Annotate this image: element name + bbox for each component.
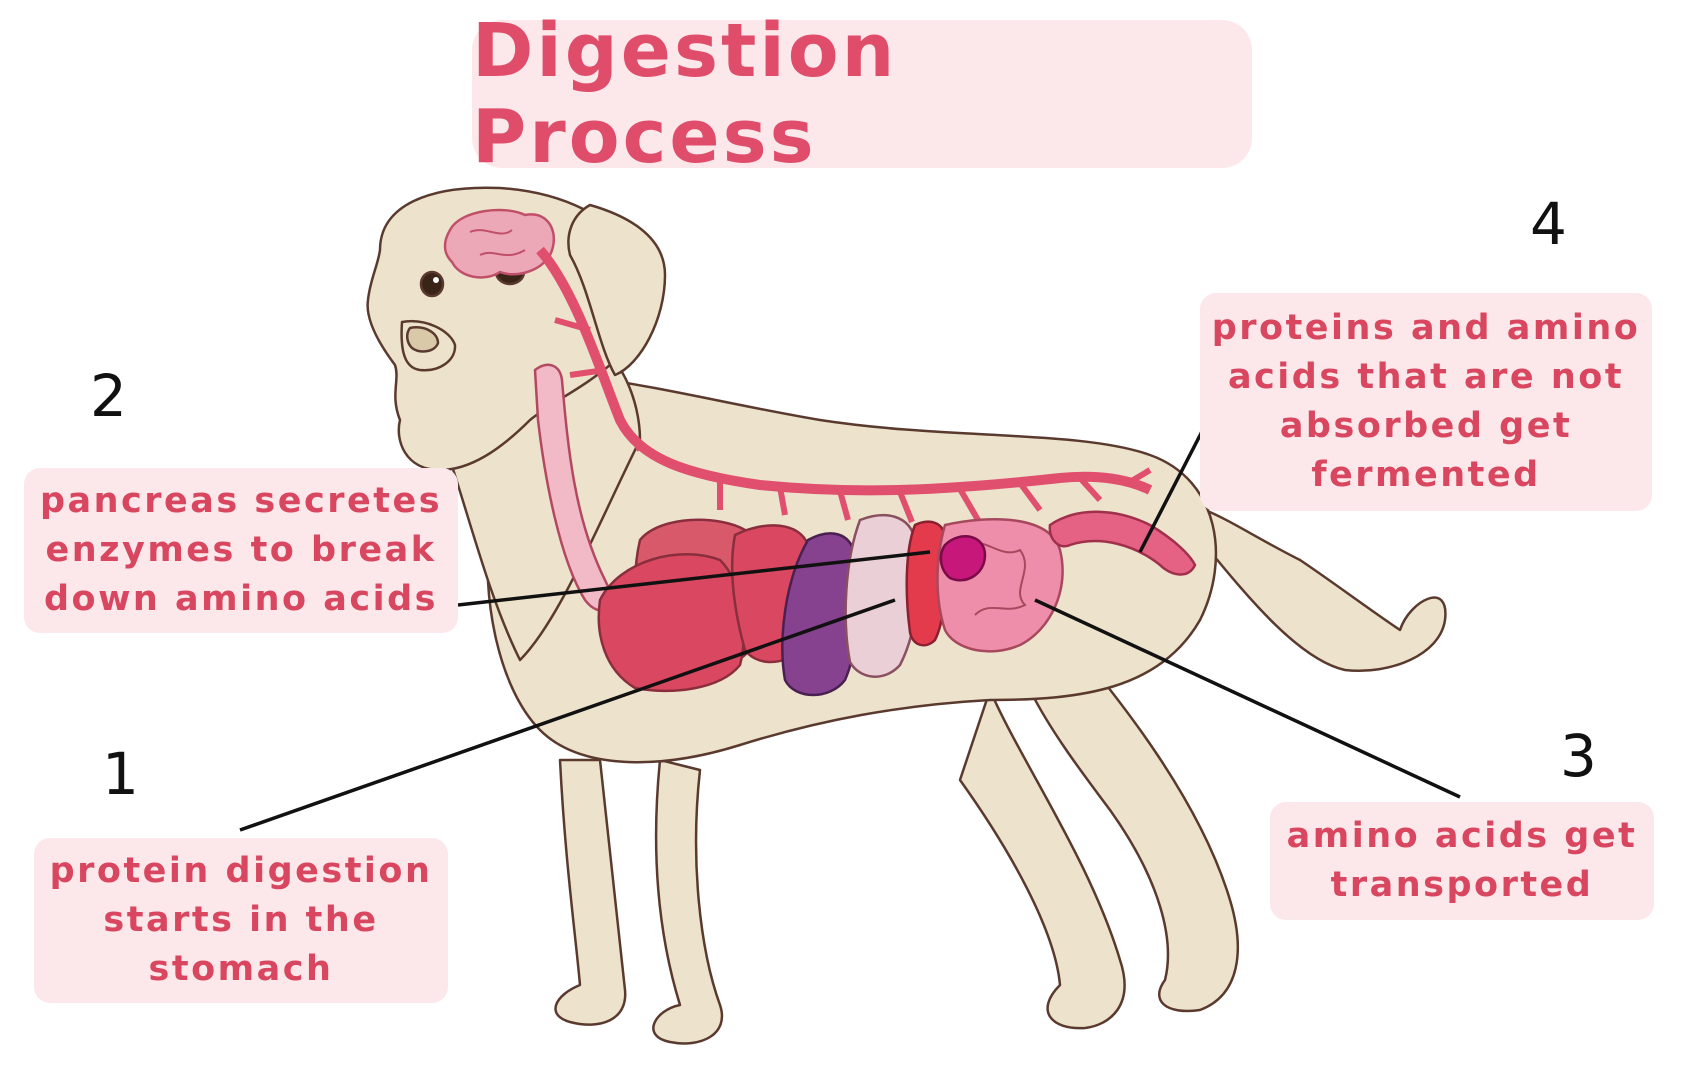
callout-lines — [239, 411, 1461, 832]
organ-kidney — [939, 535, 987, 582]
dog-nose — [406, 326, 440, 353]
title-banner: Digestion Process — [472, 8, 1252, 180]
step-text-3: amino acids get transported — [1286, 816, 1638, 905]
step-text-2: pancreas secretes enzymes to break down … — [39, 481, 443, 619]
dog-eye-left — [419, 270, 445, 298]
dog-brain — [443, 208, 556, 279]
callout-line-2 — [457, 550, 931, 607]
dog-front-leg-front — [652, 758, 724, 1045]
spinal-cord — [536, 246, 1153, 496]
dog-front-leg-back — [554, 758, 627, 1026]
step-label-1: protein digestion starts in the stomach — [34, 838, 448, 1003]
step-number-2: 2 — [90, 362, 127, 430]
step-number-3: 3 — [1560, 722, 1597, 790]
step-label-2: pancreas secretes enzymes to break down … — [24, 468, 458, 633]
dog-hind-leg-front — [958, 688, 1126, 1030]
page-title: Digestion Process — [472, 8, 898, 180]
dog-tail — [1203, 508, 1447, 672]
callout-line-3 — [1034, 598, 1461, 799]
step-label-3: amino acids get transported — [1270, 802, 1654, 920]
dog-hind-leg-back — [1028, 638, 1240, 1013]
step-number-1: 1 — [102, 740, 139, 808]
step-number-4: 4 — [1530, 190, 1567, 258]
nerves — [554, 317, 1152, 524]
step-label-4: proteins and amino acids that are not ab… — [1200, 293, 1652, 511]
callout-line-1 — [239, 598, 896, 832]
step-text-4: proteins and amino acids that are not ab… — [1211, 308, 1641, 495]
dog-esophagus — [533, 363, 612, 612]
step-text-1: protein digestion starts in the stomach — [49, 851, 433, 989]
dog-ear — [567, 203, 667, 377]
organ-liver — [597, 553, 746, 693]
organ-large-intestine — [1048, 510, 1197, 576]
